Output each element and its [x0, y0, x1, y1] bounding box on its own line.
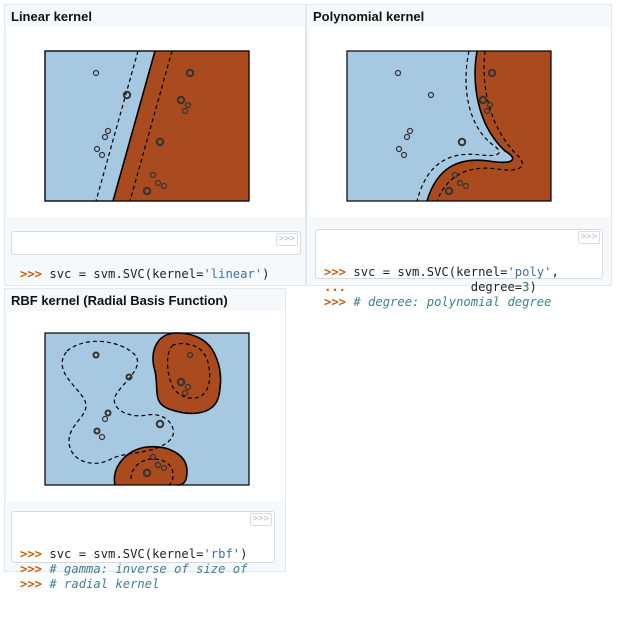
code-lines: >>> svc = svm.SVC(kernel='rbf')>>> # gam… — [20, 547, 266, 592]
code-block-rbf[interactable]: >>> svc = svm.SVC(kernel='rbf')>>> # gam… — [11, 511, 275, 591]
code-prompt: >>> — [20, 267, 43, 281]
linear-kernel-cell: Linear kernel >>> svc — [4, 4, 306, 286]
code-line: >>> # radial kernel — [20, 577, 266, 592]
code-lines: >>> svc = svm.SVC(kernel='linear') — [20, 267, 292, 282]
code-token: 'poly' — [507, 265, 552, 279]
code-prompt: >>> — [20, 577, 43, 591]
panel-title-rbf: RBF kernel (Radial Basis Function) — [11, 293, 228, 308]
panel-title-poly: Polynomial kernel — [313, 9, 425, 24]
rbf-kernel-plot — [7, 311, 285, 501]
polynomial-kernel-plot — [309, 27, 611, 217]
linear-kernel-plot — [7, 27, 305, 217]
code-token: svc = svm.SVC(kernel= — [42, 267, 204, 281]
code-token: 3 — [522, 280, 530, 294]
code-prompt: >>> — [20, 547, 43, 561]
code-block-poly[interactable]: >>> svc = svm.SVC(kernel='poly',... degr… — [315, 229, 603, 309]
panel-title-linear: Linear kernel — [11, 9, 92, 24]
code-lines: >>> svc = svm.SVC(kernel='poly',... degr… — [324, 265, 594, 310]
code-token: # degree: polynomial degree — [346, 295, 552, 309]
code-token: svc = svm.SVC(kernel= — [42, 547, 204, 561]
code-prompt: ... — [324, 280, 347, 294]
code-token: ) — [262, 267, 270, 281]
code-token: svc = svm.SVC(kernel= — [346, 265, 508, 279]
rbf-kernel-cell: RBF kernel (Radial Basis Function) — [4, 288, 286, 591]
polynomial-kernel-cell: Polynomial kernel >>> — [306, 4, 612, 309]
code-token: , — [551, 265, 559, 279]
copy-code-button[interactable]: >>> — [275, 233, 298, 246]
code-line: >>> svc = svm.SVC(kernel='rbf') — [20, 547, 266, 562]
code-token: degree= — [346, 280, 523, 294]
code-line: >>> # gamma: inverse of size of — [20, 562, 266, 577]
code-prompt: >>> — [324, 295, 347, 309]
code-prompt: >>> — [20, 562, 43, 576]
code-token: # gamma: inverse of size of — [42, 562, 248, 576]
code-line: >>> svc = svm.SVC(kernel='poly', — [324, 265, 594, 280]
code-token: ) — [529, 280, 537, 294]
code-line: >>> svc = svm.SVC(kernel='linear') — [20, 267, 292, 282]
code-token: # radial kernel — [42, 577, 160, 591]
code-line: >>> # degree: polynomial degree — [324, 295, 594, 310]
copy-code-button[interactable]: >>> — [249, 513, 272, 526]
copy-code-button[interactable]: >>> — [577, 231, 600, 244]
code-prompt: >>> — [324, 265, 347, 279]
code-block-linear[interactable]: >>> svc = svm.SVC(kernel='linear') >>> — [11, 231, 301, 281]
code-token: 'linear' — [203, 267, 263, 281]
code-token: 'rbf' — [203, 547, 241, 561]
code-line: ... degree=3) — [324, 280, 594, 295]
code-token: ) — [240, 547, 248, 561]
